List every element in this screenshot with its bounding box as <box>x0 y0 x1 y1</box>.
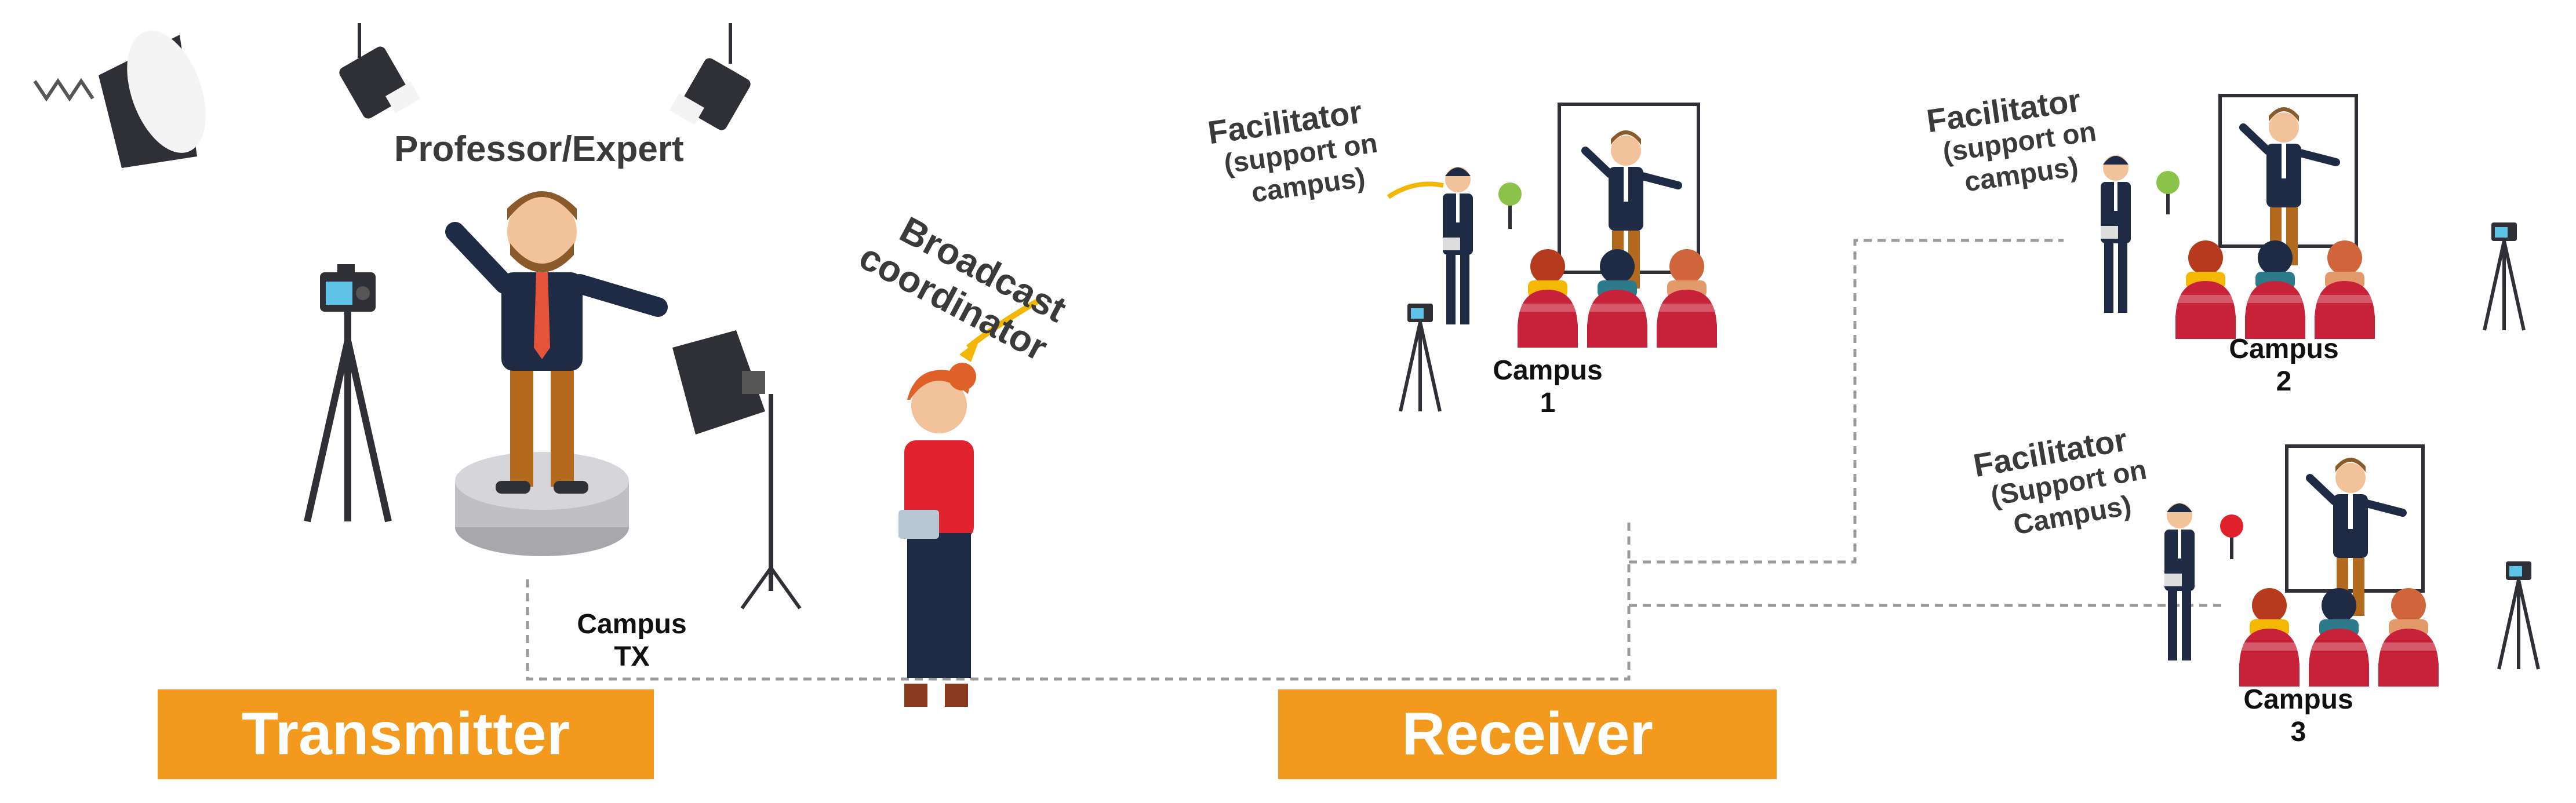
campus-tx-line2: TX <box>614 641 650 672</box>
facilitator-3-figure <box>2164 503 2195 660</box>
screen-icon <box>2285 444 2425 616</box>
campus-3-label: Campus 3 <box>2235 684 2362 749</box>
professor-label: Professor/Expert <box>394 129 684 169</box>
campus-tx-line1: Campus <box>577 609 687 640</box>
facilitator-2-figure <box>2101 155 2131 313</box>
screen-icon <box>1558 103 1700 289</box>
campus-3-group <box>2164 444 2538 687</box>
campus-1-label: Campus 1 <box>1484 355 1611 419</box>
spotlight-icon <box>669 23 751 130</box>
camera-tripod-icon <box>1400 304 1440 411</box>
facilitator-arrow <box>1387 181 1444 199</box>
campus-2-label: Campus 2 <box>2220 333 2348 398</box>
paddle-icon <box>2220 514 2243 559</box>
receiver-banner: Receiver <box>1278 689 1777 779</box>
coordinator-arrow <box>966 298 1039 350</box>
campus-1-line2: 1 <box>1540 388 1556 418</box>
campus-1-line1: Campus <box>1493 355 1603 386</box>
campus-3-line2: 3 <box>2290 717 2306 747</box>
transmitter-banner: Transmitter <box>158 689 654 779</box>
screen-icon <box>2218 94 2358 265</box>
softbox-icon <box>672 330 802 609</box>
campus-tx-label: Campus TX <box>568 608 696 673</box>
studio-light-icon <box>33 31 206 168</box>
audience-icon <box>1518 249 1717 348</box>
professor-figure <box>445 191 668 556</box>
camera-tripod-icon <box>2499 561 2538 669</box>
connection-lines <box>526 239 2226 681</box>
campus-3-line1: Campus <box>2243 684 2353 715</box>
tablet-icon <box>898 510 939 539</box>
paddle-icon <box>2156 171 2180 214</box>
audience-icon <box>2239 588 2439 687</box>
camera-tripod-icon <box>307 264 388 521</box>
campus-1-group <box>1387 103 1717 411</box>
spotlight-icon <box>339 23 421 119</box>
campus-2-line1: Campus <box>2229 334 2339 364</box>
facilitator-1-figure <box>1443 167 1473 324</box>
campus-2-group <box>2101 94 2524 339</box>
broadcast-coordinator-figure <box>898 363 976 707</box>
campus-2-line2: 2 <box>2276 366 2292 397</box>
paddle-icon <box>1498 183 1522 229</box>
camera-tripod-icon <box>2484 222 2524 330</box>
audience-icon <box>2175 240 2375 339</box>
